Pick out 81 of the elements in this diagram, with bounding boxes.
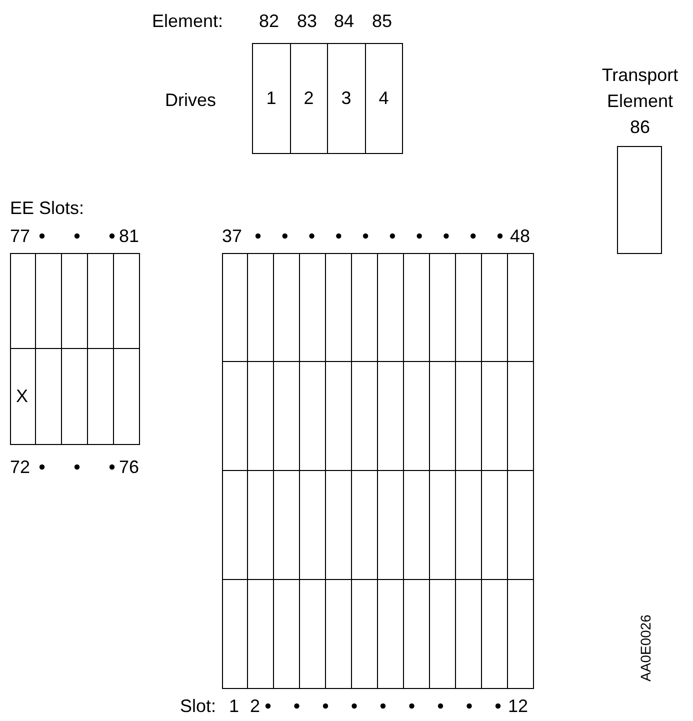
storage-slot — [274, 471, 300, 580]
storage-slot — [300, 580, 326, 689]
storage-slot — [300, 471, 326, 580]
label-text: EE Slots: — [10, 197, 84, 219]
label-text: 76 — [119, 456, 140, 478]
label-text: 12 — [508, 695, 528, 717]
storage-slot — [404, 362, 430, 471]
label-text: 37 — [222, 225, 242, 247]
drive-slot: 3 — [327, 43, 366, 154]
storage-slot — [248, 362, 274, 471]
storage-slot — [326, 253, 352, 362]
storage-slot — [456, 362, 482, 471]
label-text: 82 — [259, 10, 280, 32]
label-text: 77 — [10, 225, 30, 247]
storage-slot — [326, 362, 352, 471]
storage-slot — [248, 580, 274, 689]
storage-slot — [248, 253, 274, 362]
storage-slot — [274, 580, 300, 689]
storage-slot — [508, 580, 534, 689]
transport-label: Transport Element 86 — [600, 64, 680, 139]
storage-slot — [430, 253, 456, 362]
storage-slot — [88, 253, 114, 349]
storage-slot — [482, 253, 508, 362]
label-text: 1 — [229, 695, 240, 717]
storage-slot — [352, 471, 378, 580]
storage-slot — [456, 580, 482, 689]
storage-slot — [508, 253, 534, 362]
storage-slot — [404, 253, 430, 362]
storage-slot — [222, 253, 248, 362]
storage-slot — [404, 471, 430, 580]
storage-slot — [482, 362, 508, 471]
storage-slot — [430, 471, 456, 580]
storage-slot — [274, 362, 300, 471]
storage-slot — [378, 580, 404, 689]
drive-slot: 4 — [364, 43, 403, 154]
storage-slot — [114, 253, 140, 349]
storage-slot — [36, 253, 62, 349]
storage-slot — [378, 253, 404, 362]
storage-slot — [36, 349, 62, 445]
storage-slot — [10, 253, 36, 349]
storage-slot — [352, 580, 378, 689]
storage-slot — [114, 349, 140, 445]
label-text: 48 — [510, 225, 530, 247]
storage-slot — [378, 362, 404, 471]
storage-slot — [430, 362, 456, 471]
storage-slot — [482, 580, 508, 689]
storage-slot — [300, 362, 326, 471]
storage-slot — [508, 362, 534, 471]
label-text: Drives — [165, 89, 216, 111]
storage-slot — [248, 471, 274, 580]
storage-slot — [482, 471, 508, 580]
label-text: 85 — [372, 10, 392, 32]
storage-slot — [404, 580, 430, 689]
figure-id: AA0E0026 — [637, 614, 654, 682]
label-text: Element: — [152, 10, 224, 32]
drive-slot: 1 — [252, 43, 290, 154]
storage-slot — [352, 253, 378, 362]
storage-slot — [430, 580, 456, 689]
drive-slot: 2 — [290, 43, 328, 154]
label-text: Slot: — [180, 695, 216, 717]
storage-slot — [300, 253, 326, 362]
storage-slot — [222, 362, 248, 471]
storage-slot — [222, 471, 248, 580]
storage-slot — [326, 471, 352, 580]
storage-slot — [326, 580, 352, 689]
label-text: 2 — [250, 695, 260, 717]
storage-slot — [222, 580, 248, 689]
label-text: 81 — [119, 225, 140, 247]
label-text: 72 — [10, 456, 30, 478]
storage-slot — [352, 362, 378, 471]
storage-slot — [508, 471, 534, 580]
storage-slot — [456, 253, 482, 362]
storage-slot: X — [10, 349, 36, 445]
label-text: 83 — [297, 10, 318, 32]
storage-slot — [62, 253, 88, 349]
storage-slot — [456, 471, 482, 580]
storage-slot — [62, 349, 88, 445]
label-text: 84 — [334, 10, 354, 32]
storage-slot — [274, 253, 300, 362]
storage-slot — [378, 471, 404, 580]
storage-slot — [88, 349, 114, 445]
